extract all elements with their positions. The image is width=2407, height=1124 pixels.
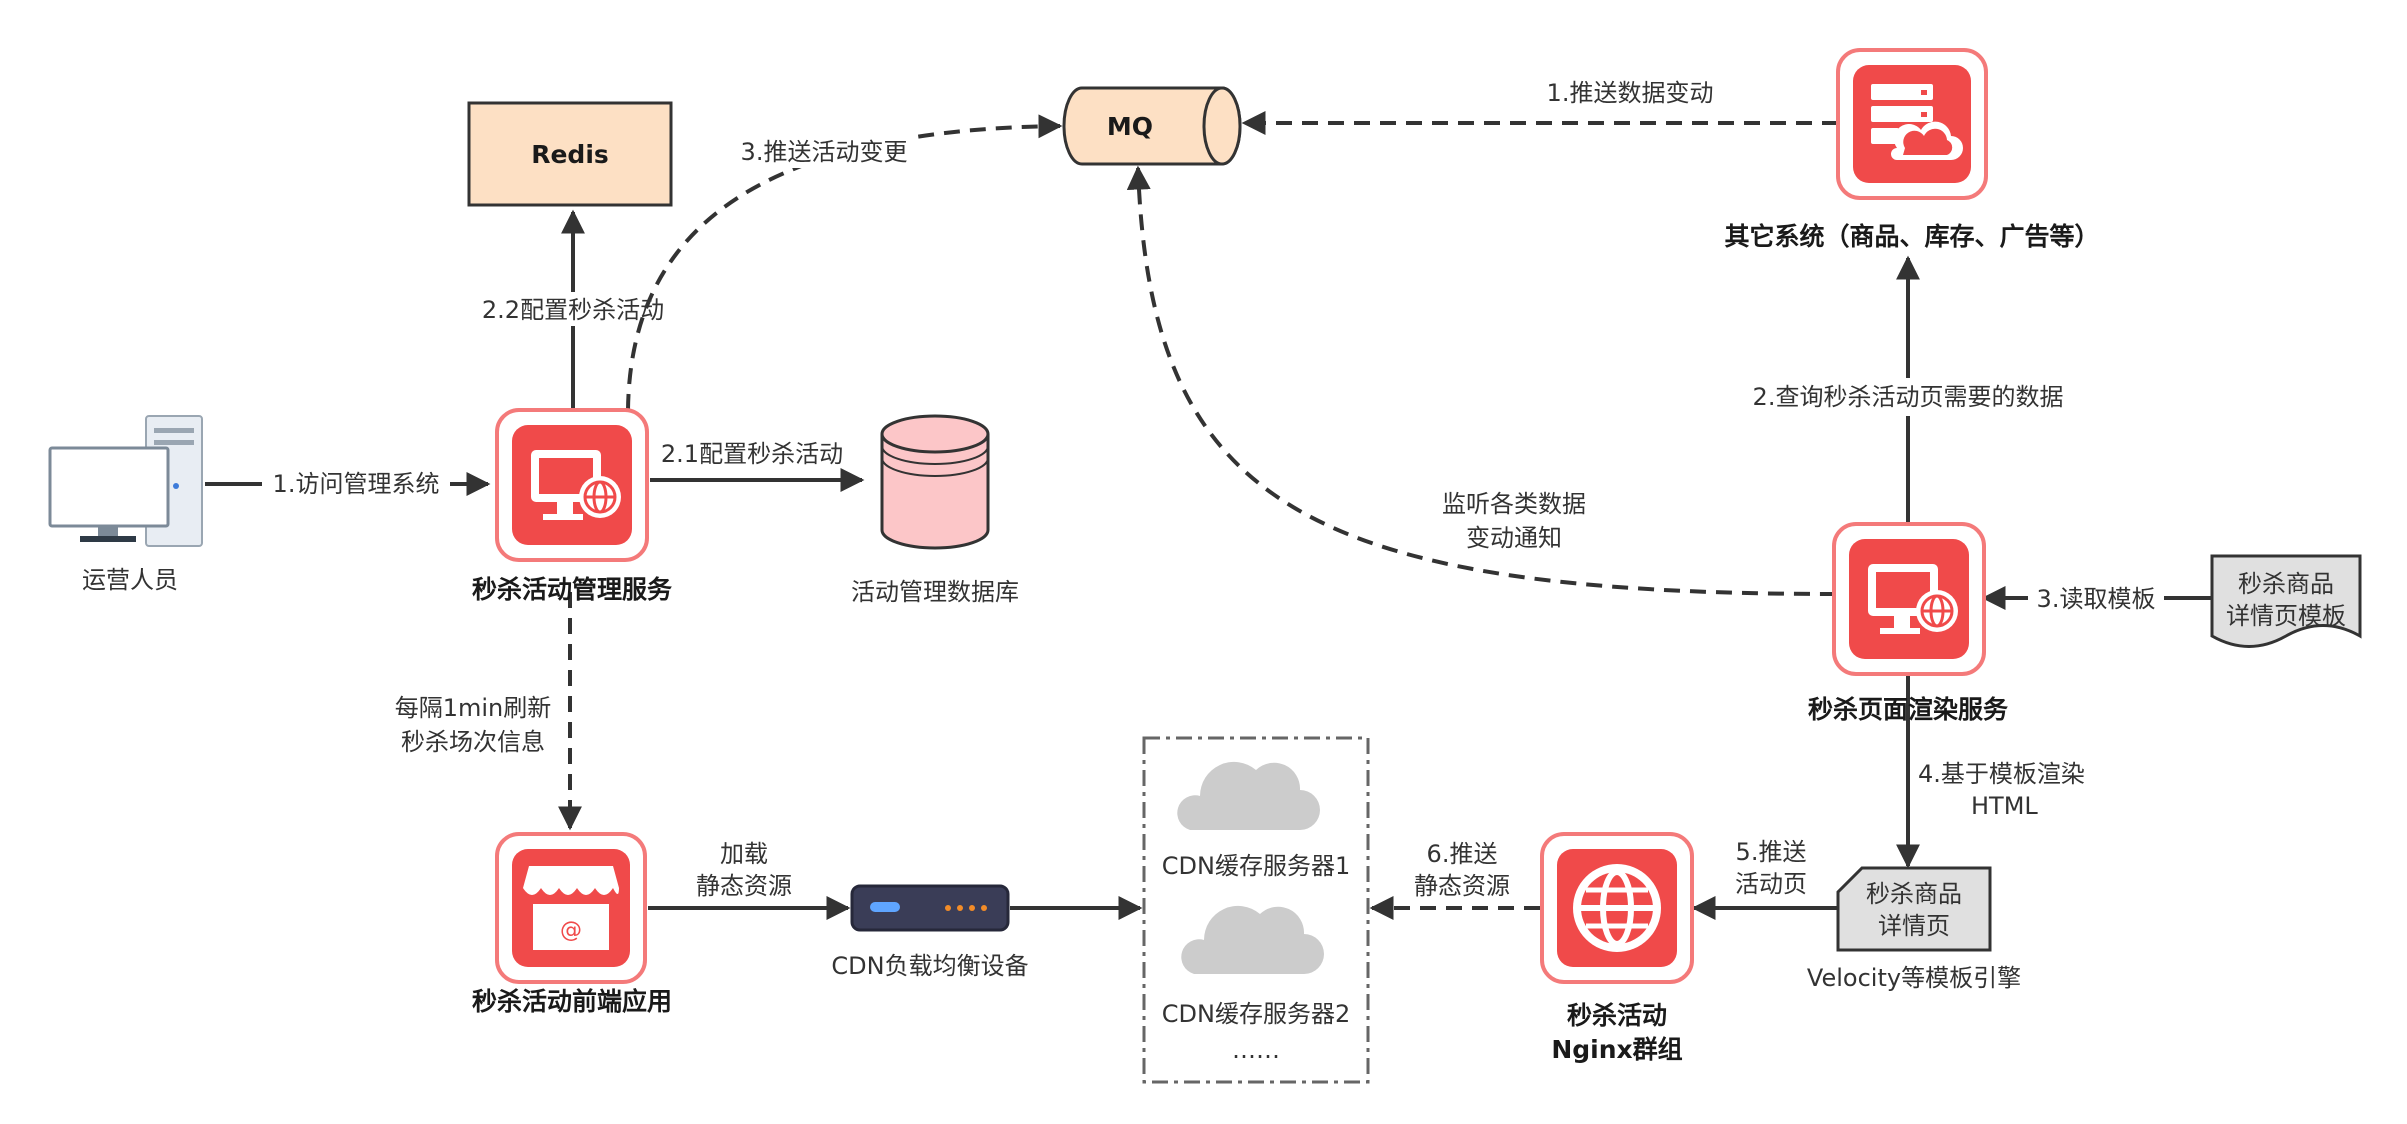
cloud-icon (1177, 761, 1320, 830)
cdn-lb-label: CDN负载均衡设备 (831, 952, 1028, 980)
detail-page-label-1: 秒杀商品 (1866, 880, 1962, 908)
globe-icon (1540, 832, 1694, 984)
nginx-node: 秒杀活动 Nginx群组 (1540, 832, 1694, 1064)
mq-label: MQ (1107, 112, 1153, 141)
template-doc-node: 秒杀商品 详情页模板 (2210, 554, 2362, 648)
other-systems-node: 其它系统（商品、库存、广告等） (1724, 48, 2100, 251)
edge-render-html-label-1: 4.基于模板渲染 (1918, 760, 2085, 788)
frontend-app-label: 秒杀活动前端应用 (472, 987, 672, 1016)
cdn-more-label: …… (1232, 1036, 1280, 1064)
edge-load-static-label-1: 加载 (720, 840, 768, 868)
cdn-lb-node: CDN负载均衡设备 (831, 884, 1029, 980)
mgmt-db-node: 活动管理数据库 (851, 414, 1019, 606)
other-systems-label: 其它系统（商品、库存、广告等） (1724, 222, 2099, 251)
nginx-label-2: Nginx群组 (1551, 1035, 1682, 1064)
edge-listen-label-1: 监听各类数据 (1442, 490, 1586, 518)
mq-node: MQ (1062, 86, 1242, 166)
edge-push-change-label: 3.推送活动变更 (741, 138, 908, 166)
detail-page-node: 秒杀商品 详情页 Velocity等模板引擎 (1807, 866, 2021, 992)
server-cloud-icon (1836, 48, 1988, 200)
redis-label: Redis (531, 140, 609, 169)
edge-push-page-label-1: 5.推送 (1736, 838, 1807, 866)
edge-query-data-label: 2.查询秒杀活动页需要的数据 (1753, 383, 2064, 411)
edge-load-static-label-2: 静态资源 (696, 872, 792, 900)
edge-visit-label: 1.访问管理系统 (273, 470, 440, 498)
cdn-server-1-label: CDN缓存服务器1 (1162, 852, 1350, 880)
operator-label: 运营人员 (82, 566, 178, 594)
network-device-icon (850, 884, 1010, 932)
edge-push-change (626, 114, 1063, 411)
edge-config-redis-label: 2.2配置秒杀活动 (482, 296, 664, 324)
render-service-node: 秒杀页面渲染服务 (1808, 522, 2008, 724)
edge-push-static-label-2: 静态资源 (1414, 872, 1510, 900)
edge-listen-label-2: 变动通知 (1466, 524, 1562, 552)
nginx-label-1: 秒杀活动 (1567, 1001, 1667, 1030)
edge-read-template-label: 3.读取模板 (2037, 585, 2156, 613)
operator-node: 运营人员 (48, 415, 203, 594)
render-service-label: 秒杀页面渲染服务 (1808, 695, 2008, 724)
cloud-icon (1181, 905, 1324, 974)
svg-text:@: @ (560, 918, 582, 943)
mgmt-service-label: 秒杀活动管理服务 (472, 575, 672, 604)
edge-render-html-label-2: HTML (1971, 792, 2038, 820)
storefront-icon: @ (495, 832, 647, 984)
edge-push-page-label-2: 活动页 (1735, 870, 1807, 898)
edge-refresh-label-2: 秒杀场次信息 (401, 728, 545, 756)
edge-push-data-label: 1.推送数据变动 (1547, 79, 1714, 107)
redis-node: Redis (467, 101, 673, 207)
frontend-app-node: @ 秒杀活动前端应用 (472, 832, 672, 1016)
monitor-globe-icon (495, 408, 649, 562)
mgmt-service-node: 秒杀活动管理服务 (472, 408, 672, 604)
computer-icon (48, 415, 203, 547)
cdn-server-2-label: CDN缓存服务器2 (1162, 1000, 1350, 1028)
template-doc-label-2: 详情页模板 (2226, 602, 2346, 630)
edge-listen (1126, 165, 1837, 596)
mgmt-db-label: 活动管理数据库 (851, 578, 1019, 606)
detail-page-label-2: 详情页 (1878, 912, 1950, 940)
edge-refresh-label-1: 每隔1min刷新 (395, 694, 552, 722)
monitor-globe-icon (1832, 522, 1986, 676)
cdn-cluster-node: CDN缓存服务器1 CDN缓存服务器2 …… (1142, 736, 1370, 1084)
edge-config-db-label: 2.1配置秒杀活动 (661, 440, 843, 468)
edge-push-static-label-1: 6.推送 (1427, 840, 1498, 868)
template-doc-label-1: 秒杀商品 (2238, 570, 2334, 598)
detail-page-engine-label: Velocity等模板引擎 (1807, 964, 2021, 992)
